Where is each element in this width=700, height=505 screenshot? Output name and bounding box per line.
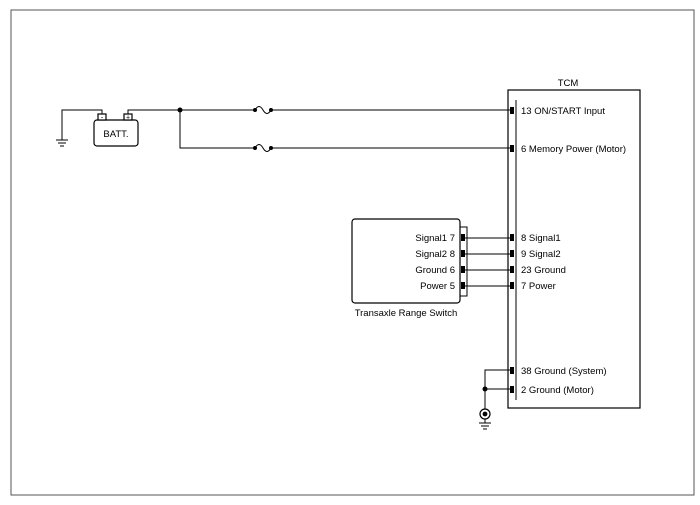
diagram-frame [10,9,695,496]
switch-pin-marker [461,282,465,289]
switch-pin-label: Signal1 7 [415,233,455,244]
switch-pin-label: Power 5 [420,281,455,292]
tcm-pin-marker [510,145,514,152]
switch-connector-bracket [460,226,468,297]
battery-pos-wire [127,109,255,114]
tcm-pin-label: 13 ON/START Input [521,106,605,117]
fuse-icon-1 [254,106,272,114]
tcm-pin-marker [510,266,514,273]
battery-neg-symbol: - [101,115,104,122]
switch-pin-label: Ground 6 [415,265,455,276]
fuse-1-in [253,108,257,112]
branch-wire [179,110,255,149]
battery-label: BATT. [103,129,128,140]
battery-pos-symbol: + [126,115,130,122]
switch-pin-marker [461,234,465,241]
tcm-pin-label: 7 Power [521,281,556,292]
battery-box [93,119,139,147]
tcm-pin-label: 8 Signal1 [521,233,561,244]
tcm-pin-marker [510,386,514,393]
battery-ground-wire [61,109,103,140]
tcm-pin-marker [510,250,514,257]
range-switch-title: Transaxle Range Switch [355,308,458,319]
tcm-pin-label: 6 Memory Power (Motor) [521,144,626,155]
tcm-pin-label: 23 Ground [521,265,566,276]
tcm-pin-label: 38 Ground (System) [521,366,607,377]
wire-ground-system [484,369,511,410]
tcm-pin-marker [510,367,514,374]
tcm-title: TCM [558,78,579,89]
switch-pin-marker [461,250,465,257]
switch-pin-label: Signal2 8 [415,249,455,260]
switch-pin-marker [461,266,465,273]
tcm-pin-label: 2 Ground (Motor) [521,385,594,396]
tcm-pin-marker [510,234,514,241]
fuse-2-in [253,146,257,150]
tcm-pin-label: 9 Signal2 [521,249,561,260]
tcm-pin-marker [510,282,514,289]
chassis-ground-center [482,411,488,417]
tcm-box [507,89,641,409]
ground-junction-dot [482,386,488,392]
range-switch-box [351,218,461,304]
tcm-pin-marker [510,107,514,114]
fuse-icon-2 [254,144,272,152]
